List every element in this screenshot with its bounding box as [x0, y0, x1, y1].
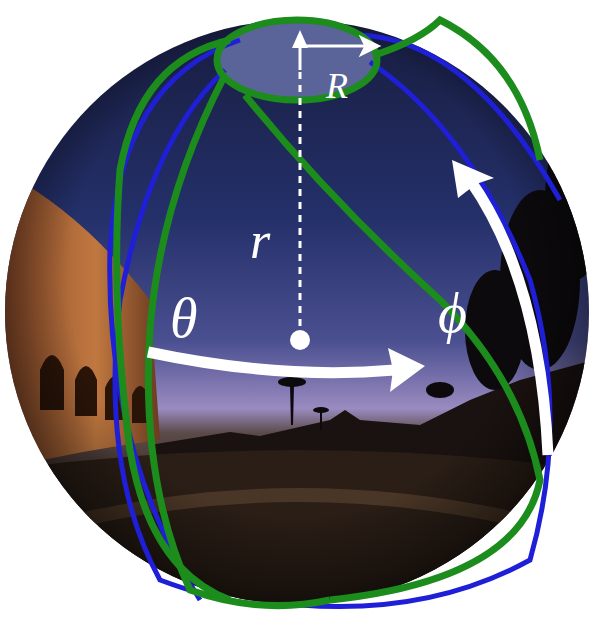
- math-symbol: R: [326, 68, 348, 104]
- math-symbol: ϕ: [438, 285, 467, 341]
- math-symbol: θ: [170, 290, 198, 346]
- math-symbol: r: [250, 215, 270, 267]
